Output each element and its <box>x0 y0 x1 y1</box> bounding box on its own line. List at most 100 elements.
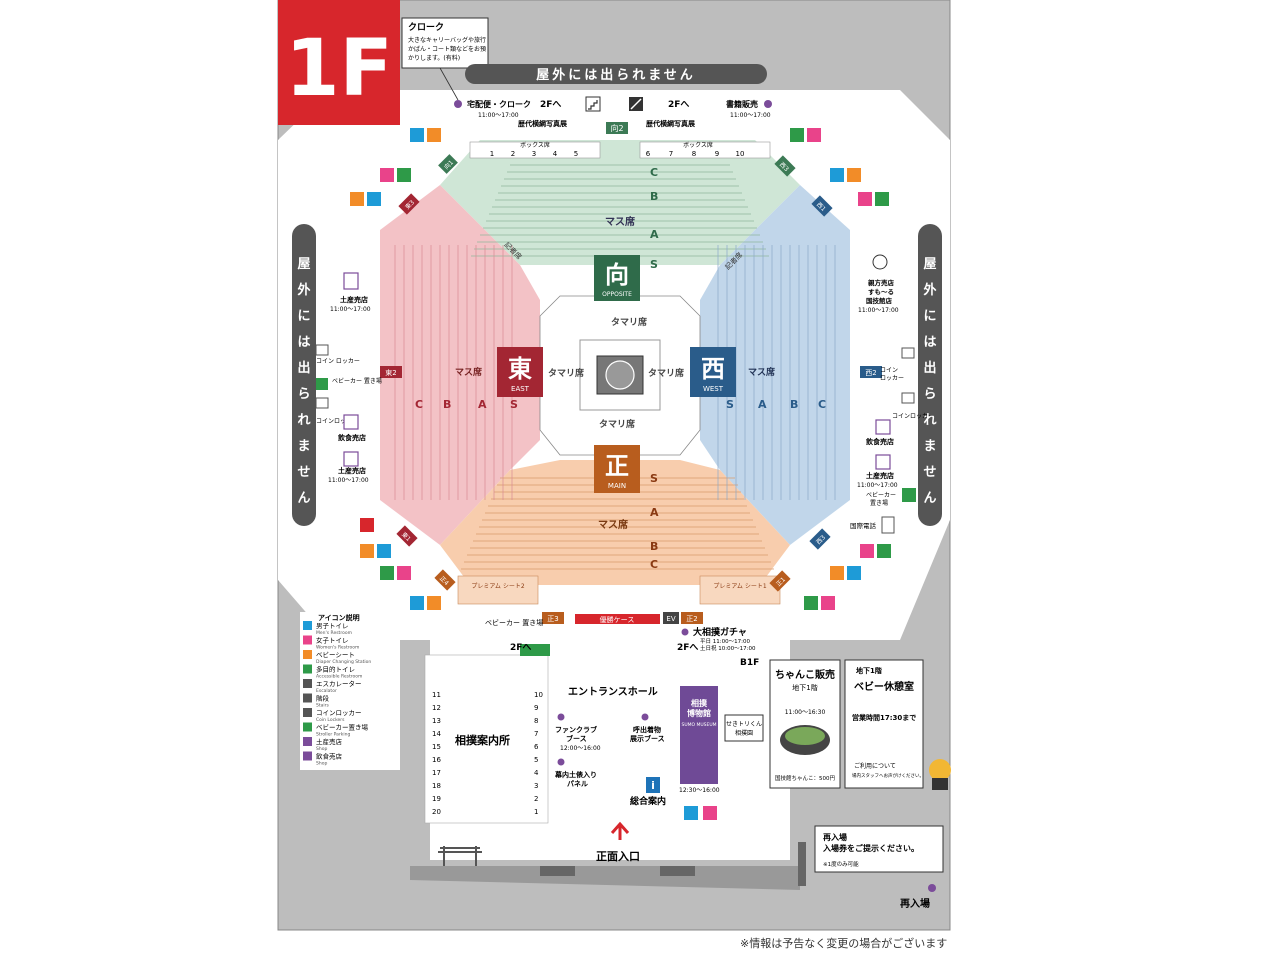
box-seat-number[interactable]: 9 <box>715 150 719 158</box>
svg-text:正2: 正2 <box>686 615 697 623</box>
box-seat-number[interactable]: 2 <box>511 150 515 158</box>
gate-east-mid <box>860 366 882 378</box>
sekitori-area <box>724 714 764 742</box>
svg-text:土日祝 10:00〜17:00: 土日祝 10:00〜17:00 <box>700 644 756 652</box>
section-north-badge[interactable] <box>594 255 640 301</box>
box-seat-number[interactable]: 6 <box>646 150 651 158</box>
info-booth-number[interactable]: 2 <box>534 795 538 803</box>
info-booth-number[interactable]: 20 <box>432 808 441 816</box>
svg-text:土産売店: 土産売店 <box>338 466 366 475</box>
to-2f-right[interactable]: 2Fへ <box>668 100 689 110</box>
books-hours: 11:00〜17:00 <box>730 112 771 119</box>
shop-icon-r <box>875 454 891 470</box>
info-booth-number[interactable]: 6 <box>534 743 539 751</box>
box-seat-numbers: 1 2 3 4 5 6 7 8 9 10 <box>490 150 745 158</box>
svg-text:12:00〜16:00: 12:00〜16:00 <box>560 745 601 752</box>
restroom-icon <box>350 192 364 206</box>
delivery-label[interactable]: 宅配便・クローク <box>467 99 531 109</box>
info-booth-number[interactable]: 15 <box>432 743 441 751</box>
disclaimer: ※情報は予告なく変更の場合がございます <box>740 937 948 950</box>
reentry-label[interactable]: 再入場 <box>900 897 930 910</box>
info-booth-number[interactable]: 5 <box>534 756 538 764</box>
info-booth-number[interactable]: 8 <box>534 717 538 725</box>
row-letter-south: A <box>650 506 659 519</box>
info-center-area <box>424 654 549 824</box>
svg-text:国際電話: 国際電話 <box>850 521 877 530</box>
outside-banner-text: 屋外には出られません <box>536 67 696 83</box>
box-seat-number[interactable]: 7 <box>669 150 673 158</box>
side-banner-left-text: 屋外には出られません <box>296 257 310 506</box>
outside-banner-right <box>918 224 942 526</box>
svg-text:せきトリくん: せきトリくん <box>726 721 762 728</box>
legend-icon <box>303 722 312 732</box>
legend-label: ベビーカー置き場 <box>316 723 369 732</box>
info-booth-number[interactable]: 7 <box>534 730 538 738</box>
legend-icon <box>303 664 312 674</box>
gacha-label[interactable]: 大相撲ガチャ <box>693 626 747 638</box>
info-booth-number[interactable]: 4 <box>534 769 539 777</box>
legend-label: 多目的トイレ <box>316 665 355 674</box>
elevator[interactable] <box>663 612 679 624</box>
premium-seat-2[interactable] <box>457 575 539 605</box>
delivery-marker <box>454 100 462 108</box>
info-booth-number[interactable]: 3 <box>534 782 538 790</box>
entrance-plaza <box>410 866 800 890</box>
restroom-icon <box>804 596 818 610</box>
box-seat-number[interactable]: 10 <box>736 150 745 158</box>
b1f-label: B1F <box>740 658 759 668</box>
books-label[interactable]: 書籍販売 <box>726 99 758 109</box>
info-booth-number[interactable]: 14 <box>432 730 441 738</box>
svg-text:東2: 東2 <box>385 368 396 377</box>
info-center-numbers: 11 12 13 14 15 16 17 18 19 20 10 9 8 7 6 5 4 3 2 1 <box>432 691 543 816</box>
section-west-badge[interactable] <box>690 347 736 397</box>
info-booth-number[interactable]: 10 <box>534 691 543 699</box>
legend-icon <box>303 708 312 717</box>
info-booth-number[interactable]: 13 <box>432 717 441 725</box>
stroller-icon-r <box>902 488 916 502</box>
to-2f-left[interactable]: 2Fへ <box>540 100 561 110</box>
legend-icon <box>303 737 312 746</box>
sumo-museum[interactable] <box>680 686 718 784</box>
row-letter-south: S <box>650 472 658 485</box>
row-letter-north: B <box>650 190 658 203</box>
side-banner-char: 屋 <box>923 257 936 272</box>
legend-icon <box>303 679 312 688</box>
premium-seat-1[interactable] <box>699 575 781 605</box>
section-south-badge[interactable] <box>594 445 640 493</box>
svg-text:博物館: 博物館 <box>687 708 711 718</box>
info-booth-number[interactable]: 9 <box>534 704 538 712</box>
main-entrance-label[interactable]: 正面入口 <box>596 850 640 863</box>
box-seat-number[interactable]: 1 <box>490 150 494 158</box>
info-booth-number[interactable]: 12 <box>432 704 441 712</box>
info-center-label[interactable]: 相撲案内所 <box>455 733 510 747</box>
box-seat-number[interactable]: 5 <box>574 150 578 158</box>
row-letter-west: A <box>758 398 767 411</box>
masu-rows-south <box>461 477 774 570</box>
box-seat-number[interactable]: 8 <box>692 150 696 158</box>
box-seat-number[interactable]: 3 <box>532 150 536 158</box>
side-banner-char: に <box>923 309 936 324</box>
cloak-title: クローク <box>408 22 444 33</box>
info-booth-number[interactable]: 18 <box>432 782 441 790</box>
side-banner-right-text: 屋外には出られません <box>922 257 936 506</box>
gate-north <box>606 122 628 134</box>
svg-text:幕内土俵入り: 幕内土俵入り <box>554 770 597 779</box>
gate-nw-green <box>438 154 458 174</box>
legend-label-en: Stairs <box>316 703 329 709</box>
info-booth-number[interactable]: 16 <box>432 756 441 764</box>
floor-label: 1F <box>285 24 393 114</box>
info-booth-number[interactable]: 17 <box>432 769 441 777</box>
info-booth-number[interactable]: 1 <box>534 808 538 816</box>
legend-label: 男子トイレ <box>316 622 349 630</box>
info-booth-number[interactable]: 19 <box>432 795 441 803</box>
restroom-icon <box>397 566 411 580</box>
tamari-north: タマリ席 <box>611 316 647 328</box>
box-label-nr: ボックス席 <box>683 141 713 149</box>
box-seats-north-right <box>639 141 771 159</box>
general-info-label[interactable]: 総合案内 <box>630 795 666 807</box>
box-seat-number[interactable]: 4 <box>553 150 558 158</box>
section-east-badge[interactable] <box>497 347 543 397</box>
info-booth-number[interactable]: 11 <box>432 691 441 699</box>
